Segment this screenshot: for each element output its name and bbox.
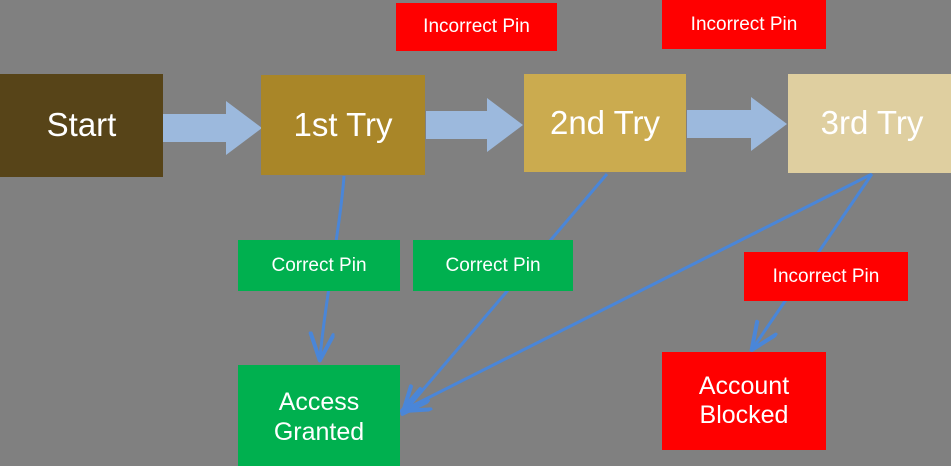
edge-label-incorrect-3[interactable]: Incorrect Pin [744, 252, 908, 301]
connector-try2-to-granted [404, 173, 609, 412]
edge-label-incorrect-2[interactable]: Incorrect Pin [662, 0, 826, 49]
edge-label-text: Correct Pin [271, 254, 367, 276]
node-label: 2nd Try [549, 103, 661, 141]
node-label: 3rd Try [820, 104, 924, 142]
edge-label-text: Incorrect Pin [423, 16, 530, 37]
node-label: 1st Try [293, 105, 393, 143]
block-arrow-try2-to-try3 [687, 97, 787, 151]
node-try3[interactable]: 3rd Try [788, 74, 951, 173]
edge-label-text: Incorrect Pin [772, 265, 880, 287]
block-arrow-start-to-try1 [163, 101, 262, 155]
edge-label-incorrect-1[interactable]: Incorrect Pin [396, 3, 557, 51]
block-arrow-try1-to-try2 [426, 98, 523, 152]
node-try1[interactable]: 1st Try [261, 75, 425, 175]
node-try2[interactable]: 2nd Try [524, 74, 686, 172]
node-label: Start [46, 106, 117, 144]
edge-label-text: Correct Pin [445, 254, 541, 276]
node-start[interactable]: Start [0, 74, 163, 177]
edge-label-correct-1[interactable]: Correct Pin [238, 240, 400, 291]
edge-label-correct-2[interactable]: Correct Pin [413, 240, 573, 291]
edge-label-text: Incorrect Pin [690, 13, 798, 35]
